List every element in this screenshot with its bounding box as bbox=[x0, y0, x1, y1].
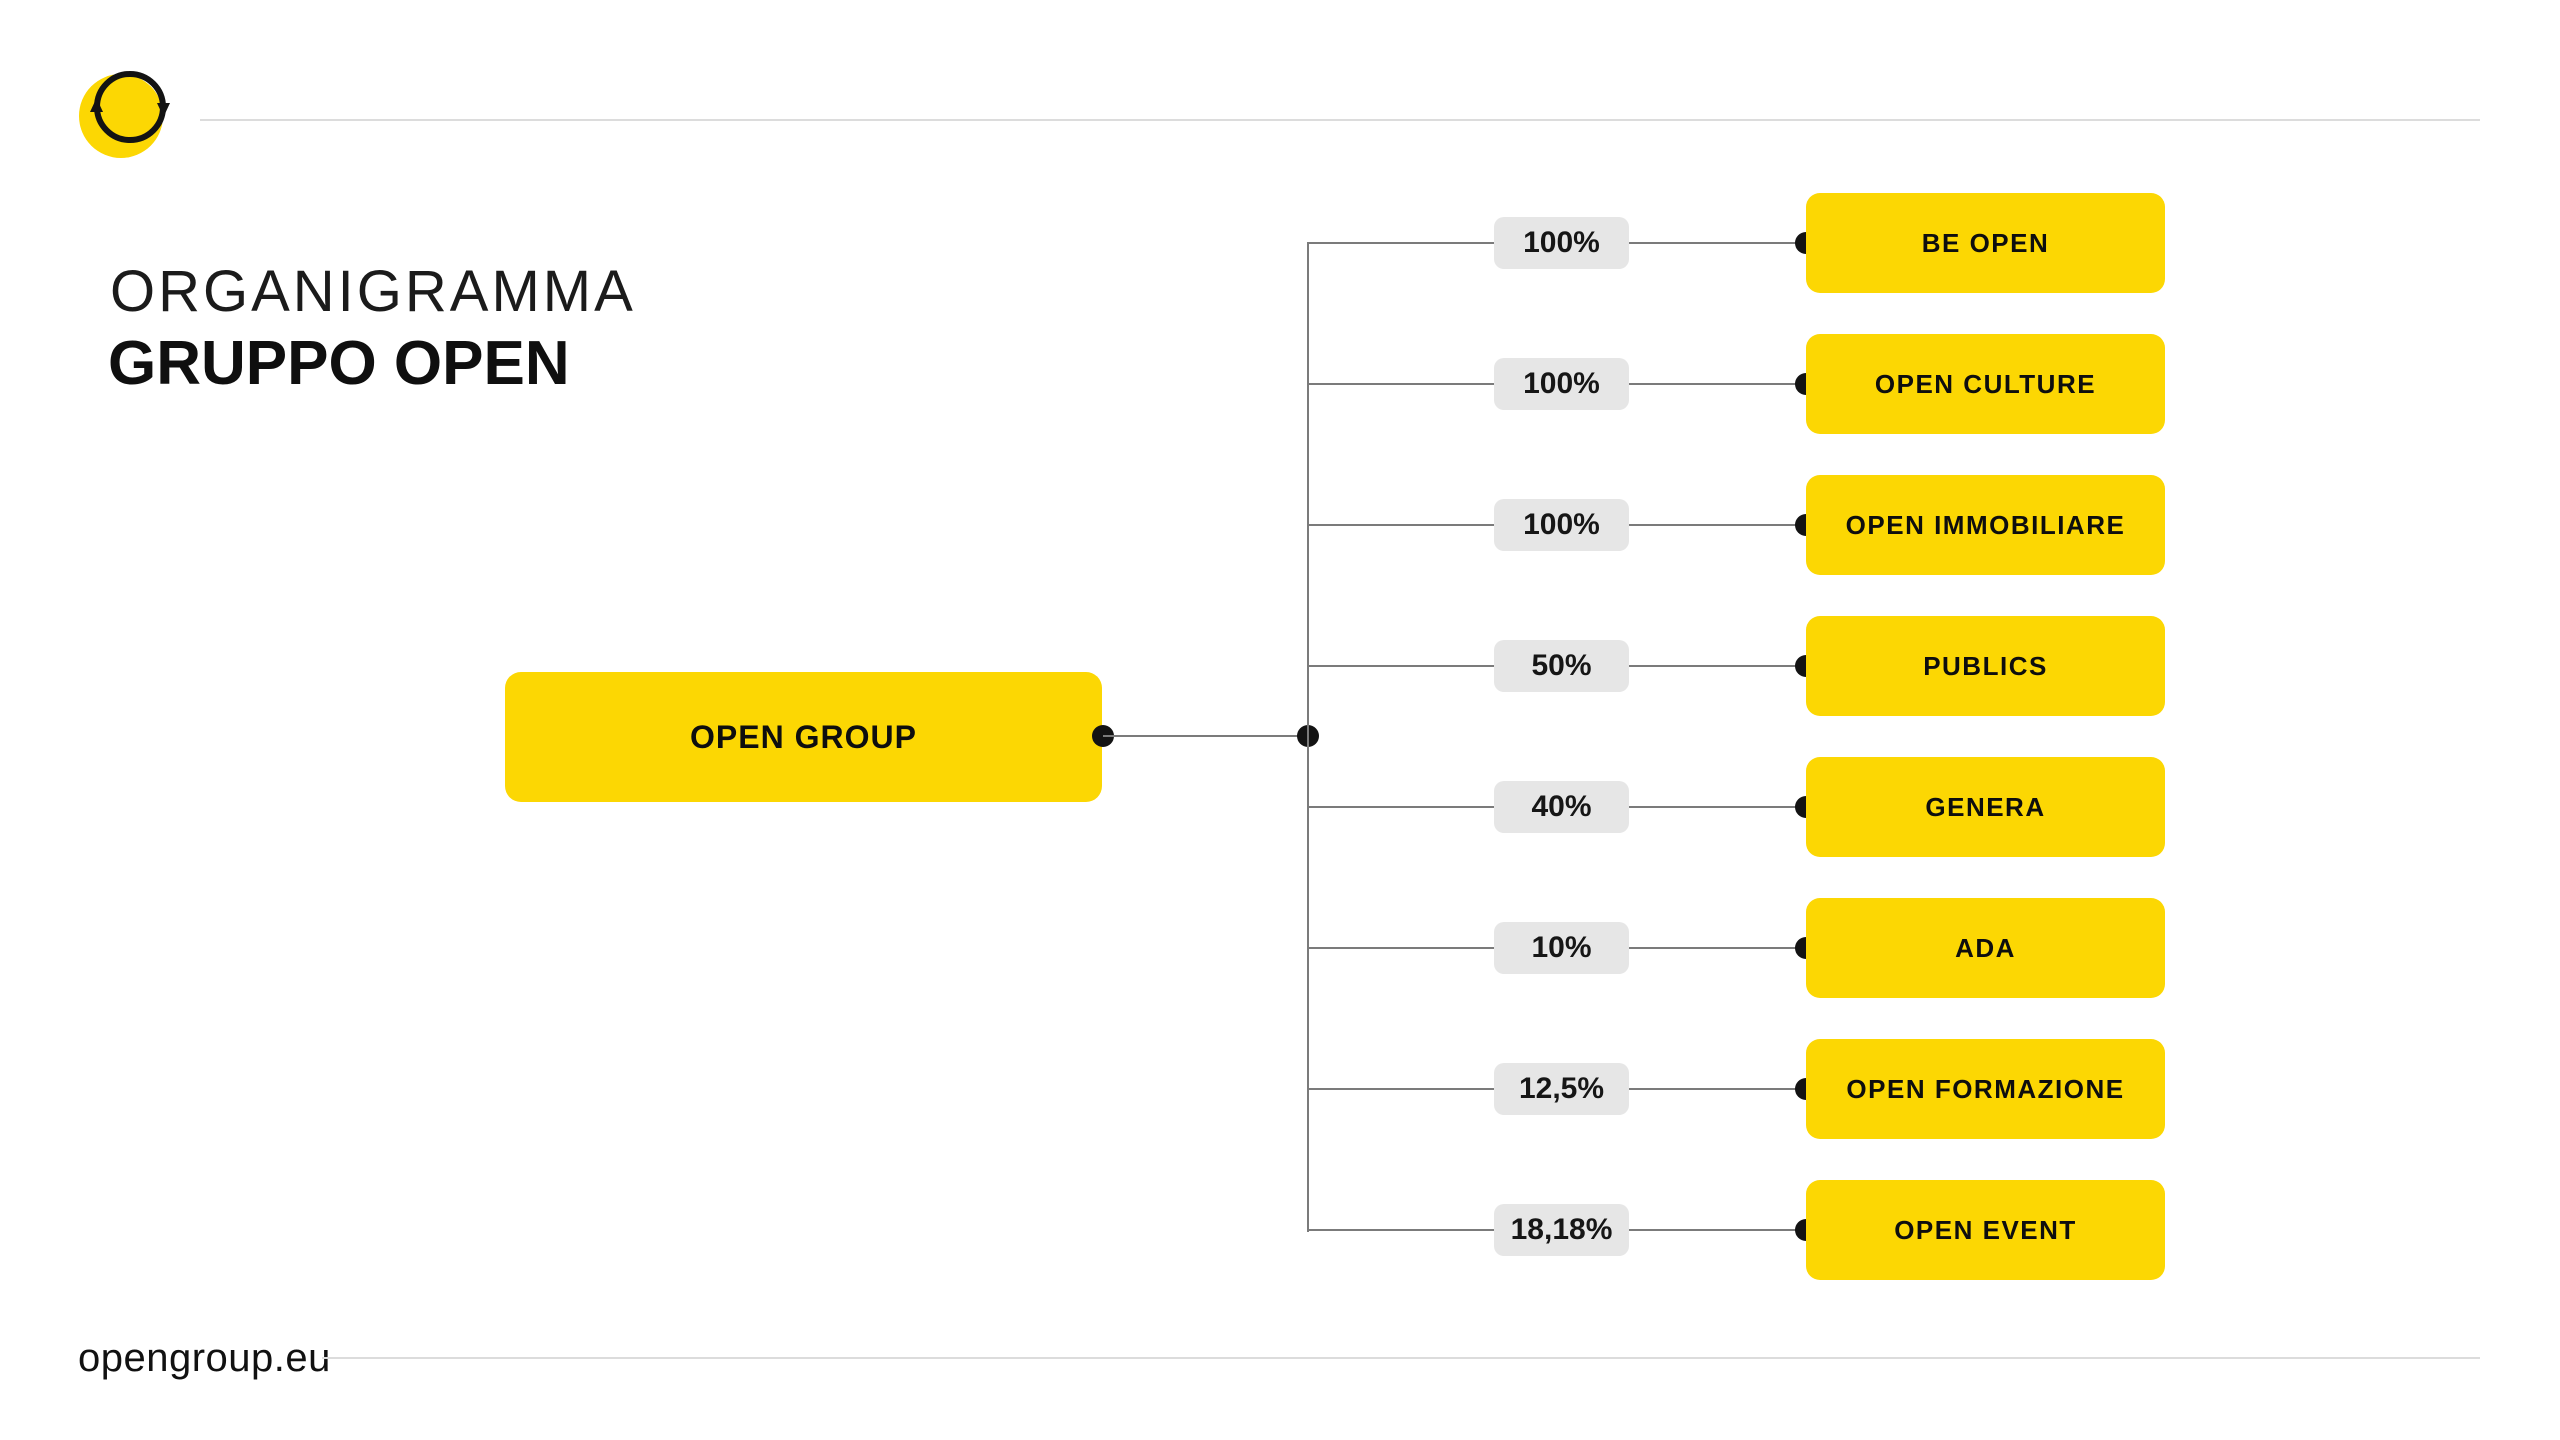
branch-line bbox=[1629, 1229, 1806, 1231]
percent-badge: 50% bbox=[1494, 640, 1629, 692]
branch-line bbox=[1308, 947, 1494, 949]
root-connector-line bbox=[1103, 735, 1308, 737]
percent-badge: 12,5% bbox=[1494, 1063, 1629, 1115]
child-node: OPEN FORMAZIONE bbox=[1806, 1039, 2165, 1139]
child-node-label: OPEN IMMOBILIARE bbox=[1845, 509, 2126, 540]
percent-label: 18,18% bbox=[1510, 1213, 1613, 1246]
branch-line bbox=[1629, 242, 1806, 244]
child-node-label: OPEN CULTURE bbox=[1874, 368, 2097, 399]
branch-line bbox=[1629, 947, 1806, 949]
top-divider bbox=[200, 119, 2480, 121]
footer-divider bbox=[322, 1357, 2480, 1359]
branch-line bbox=[1308, 665, 1494, 667]
page-title-line2: GRUPPO OPEN bbox=[108, 329, 570, 398]
page-title-line1: ORGANIGRAMMA bbox=[110, 259, 636, 324]
branch-line bbox=[1629, 806, 1806, 808]
branch-line bbox=[1629, 1088, 1806, 1090]
branch-line bbox=[1308, 1229, 1494, 1231]
branch-line bbox=[1308, 806, 1494, 808]
cycle-arrows-icon bbox=[79, 71, 170, 158]
child-node-label: GENERA bbox=[1925, 791, 2046, 822]
branch-line bbox=[1629, 665, 1806, 667]
child-node: OPEN IMMOBILIARE bbox=[1806, 475, 2165, 575]
trunk-line bbox=[1307, 242, 1309, 1232]
child-node: ADA bbox=[1806, 898, 2165, 998]
child-node: BE OPEN bbox=[1806, 193, 2165, 293]
child-node: PUBLICS bbox=[1806, 616, 2165, 716]
percent-label: 100% bbox=[1523, 367, 1600, 400]
branch-line bbox=[1308, 524, 1494, 526]
percent-label: 12,5% bbox=[1518, 1072, 1605, 1105]
percent-badge: 40% bbox=[1494, 781, 1629, 833]
percent-badge: 100% bbox=[1494, 358, 1629, 410]
child-node-label: OPEN FORMAZIONE bbox=[1846, 1073, 2125, 1104]
branch-line bbox=[1629, 524, 1806, 526]
root-node-label: OPEN GROUP bbox=[690, 718, 917, 755]
child-node: OPEN EVENT bbox=[1806, 1180, 2165, 1280]
percent-label: 40% bbox=[1531, 790, 1592, 823]
percent-label: 50% bbox=[1531, 649, 1592, 682]
child-node: OPEN CULTURE bbox=[1806, 334, 2165, 434]
percent-badge: 18,18% bbox=[1494, 1204, 1629, 1256]
footer-url: opengroup.eu bbox=[78, 1336, 331, 1380]
child-node-label: ADA bbox=[1955, 932, 2016, 963]
child-node-label: BE OPEN bbox=[1921, 227, 2050, 258]
branch-line bbox=[1308, 1088, 1494, 1090]
percent-badge: 10% bbox=[1494, 922, 1629, 974]
child-node: GENERA bbox=[1806, 757, 2165, 857]
percent-badge: 100% bbox=[1494, 217, 1629, 269]
branch-line bbox=[1308, 383, 1494, 385]
branch-line bbox=[1629, 383, 1806, 385]
child-node-label: PUBLICS bbox=[1923, 650, 2048, 681]
percent-label: 100% bbox=[1523, 508, 1600, 541]
percent-label: 100% bbox=[1523, 226, 1600, 259]
root-node-open-group: OPEN GROUP bbox=[505, 672, 1102, 802]
child-node-label: OPEN EVENT bbox=[1894, 1214, 2077, 1245]
percent-label: 10% bbox=[1531, 931, 1592, 964]
branch-line bbox=[1308, 242, 1494, 244]
percent-badge: 100% bbox=[1494, 499, 1629, 551]
